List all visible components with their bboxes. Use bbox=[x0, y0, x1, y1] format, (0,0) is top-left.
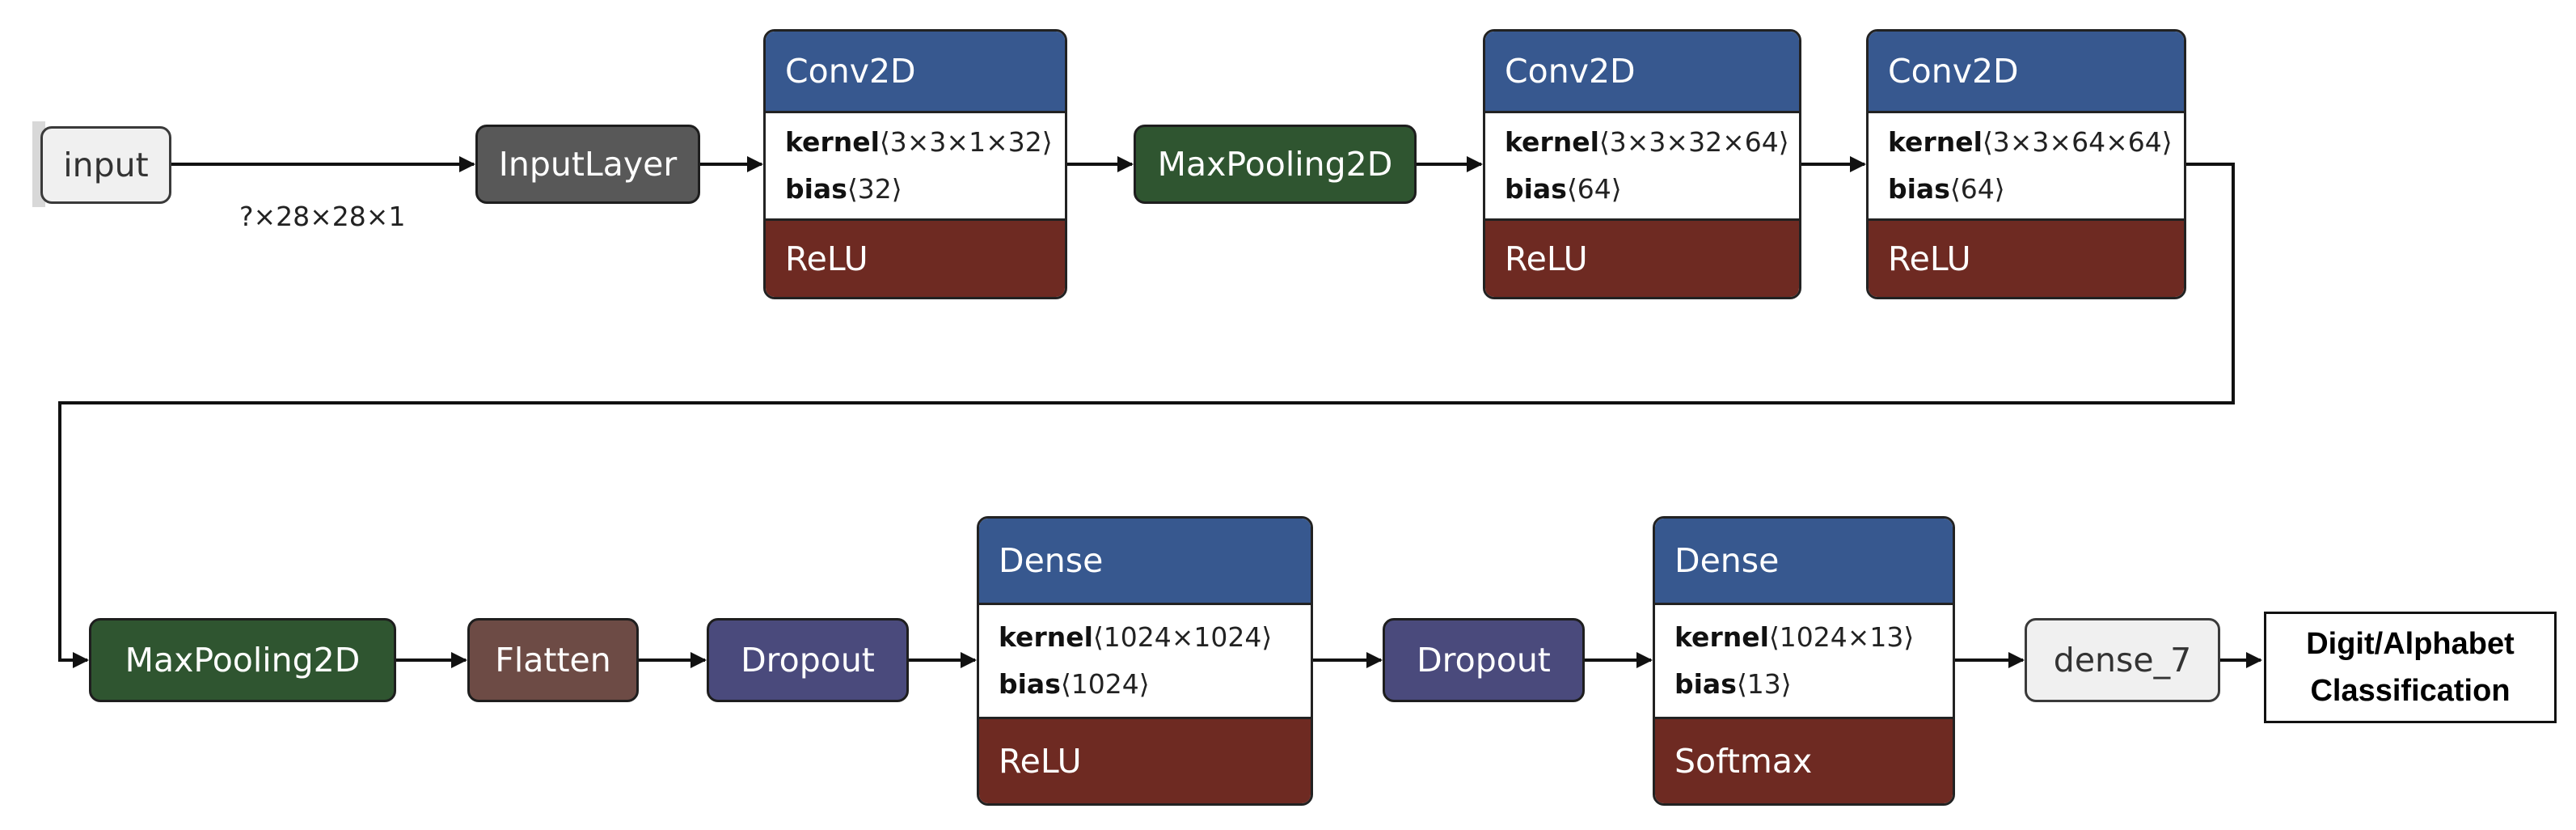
dense2-params: kernel⟨1024×13⟩ bias⟨13⟩ bbox=[1655, 603, 1953, 719]
dense1-bias-label: bias bbox=[999, 668, 1061, 700]
conv2-activation: ReLU bbox=[1485, 221, 1799, 297]
dense2-bias-label: bias bbox=[1674, 668, 1737, 700]
dense2-card[interactable]: Dense kernel⟨1024×13⟩ bias⟨13⟩ Softmax bbox=[1653, 516, 1955, 806]
conv3-bias-shape: ⟨64⟩ bbox=[1949, 173, 2005, 205]
conv1-card[interactable]: Conv2D kernel⟨3×3×1×32⟩ bias⟨32⟩ ReLU bbox=[763, 29, 1067, 299]
result-line-2: Classification bbox=[2310, 674, 2511, 708]
conv1-activation-label: ReLU bbox=[785, 239, 868, 278]
dense1-kernel-label: kernel bbox=[999, 621, 1093, 653]
maxpool2-label: MaxPooling2D bbox=[125, 641, 361, 680]
conv3-bias-label: bias bbox=[1888, 173, 1950, 205]
dense1-card[interactable]: Dense kernel⟨1024×1024⟩ bias⟨1024⟩ ReLU bbox=[977, 516, 1313, 806]
conv3-kernel-label: kernel bbox=[1888, 126, 1983, 158]
conv2-activation-label: ReLU bbox=[1505, 239, 1588, 278]
flatten-node[interactable]: Flatten bbox=[467, 618, 639, 702]
conv3-activation-label: ReLU bbox=[1888, 239, 1971, 278]
conv2-bias-row: bias⟨64⟩ bbox=[1505, 166, 1799, 213]
conv3-kernel-row: kernel⟨3×3×64×64⟩ bbox=[1888, 119, 2184, 166]
conv1-bias-label: bias bbox=[785, 173, 847, 205]
conv1-params: kernel⟨3×3×1×32⟩ bias⟨32⟩ bbox=[766, 111, 1065, 221]
result-line-1: Digit/Alphabet bbox=[2306, 627, 2515, 661]
conv3-kernel-shape: ⟨3×3×64×64⟩ bbox=[1982, 126, 2173, 158]
conv1-header: Conv2D bbox=[766, 32, 1065, 111]
input-node-label: input bbox=[63, 146, 149, 184]
dense2-title: Dense bbox=[1674, 541, 1780, 580]
dropout2-label: Dropout bbox=[1417, 641, 1551, 680]
dense2-kernel-shape: ⟨1024×13⟩ bbox=[1768, 621, 1915, 653]
maxpool2-node[interactable]: MaxPooling2D bbox=[89, 618, 396, 702]
dense2-kernel-label: kernel bbox=[1674, 621, 1769, 653]
conv3-title: Conv2D bbox=[1888, 52, 2019, 91]
classification-result-box: Digit/Alphabet Classification bbox=[2264, 612, 2557, 723]
conv1-kernel-label: kernel bbox=[785, 126, 880, 158]
conv3-header: Conv2D bbox=[1869, 32, 2184, 111]
dense1-kernel-row: kernel⟨1024×1024⟩ bbox=[999, 614, 1311, 661]
input-node[interactable]: input bbox=[40, 126, 171, 204]
dense2-activation: Softmax bbox=[1655, 719, 1953, 803]
conv2-params: kernel⟨3×3×32×64⟩ bias⟨64⟩ bbox=[1485, 111, 1799, 221]
conv1-bias-row: bias⟨32⟩ bbox=[785, 166, 1065, 213]
maxpool1-node[interactable]: MaxPooling2D bbox=[1134, 125, 1417, 204]
conv1-activation: ReLU bbox=[766, 221, 1065, 297]
dense2-header: Dense bbox=[1655, 519, 1953, 603]
maxpool1-label: MaxPooling2D bbox=[1157, 145, 1393, 184]
dense2-activation-label: Softmax bbox=[1674, 742, 1813, 781]
dense1-bias-shape: ⟨1024⟩ bbox=[1060, 668, 1150, 700]
dropout1-label: Dropout bbox=[741, 641, 875, 680]
conv1-bias-shape: ⟨32⟩ bbox=[847, 173, 902, 205]
dense1-activation: ReLU bbox=[979, 719, 1311, 803]
dense1-kernel-shape: ⟨1024×1024⟩ bbox=[1092, 621, 1273, 653]
dropout1-node[interactable]: Dropout bbox=[707, 618, 909, 702]
conv2-kernel-row: kernel⟨3×3×32×64⟩ bbox=[1505, 119, 1799, 166]
conv2-kernel-shape: ⟨3×3×32×64⟩ bbox=[1598, 126, 1789, 158]
input-shape-label: ?×28×28×1 bbox=[239, 201, 406, 232]
conv3-params: kernel⟨3×3×64×64⟩ bias⟨64⟩ bbox=[1869, 111, 2184, 221]
conv2-card[interactable]: Conv2D kernel⟨3×3×32×64⟩ bias⟨64⟩ ReLU bbox=[1483, 29, 1801, 299]
conv3-card[interactable]: Conv2D kernel⟨3×3×64×64⟩ bias⟨64⟩ ReLU bbox=[1866, 29, 2186, 299]
dense2-bias-row: bias⟨13⟩ bbox=[1674, 661, 1953, 708]
dense1-header: Dense bbox=[979, 519, 1311, 603]
dense1-bias-row: bias⟨1024⟩ bbox=[999, 661, 1311, 708]
conv1-kernel-row: kernel⟨3×3×1×32⟩ bbox=[785, 119, 1065, 166]
dropout2-node[interactable]: Dropout bbox=[1383, 618, 1585, 702]
dense2-bias-shape: ⟨13⟩ bbox=[1736, 668, 1792, 700]
conv2-kernel-label: kernel bbox=[1505, 126, 1599, 158]
dense1-title: Dense bbox=[999, 541, 1104, 580]
conv2-title: Conv2D bbox=[1505, 52, 1636, 91]
conv3-bias-row: bias⟨64⟩ bbox=[1888, 166, 2184, 213]
conv1-title: Conv2D bbox=[785, 52, 916, 91]
edge-conv3-to-maxpool2 bbox=[58, 163, 2235, 668]
dense1-params: kernel⟨1024×1024⟩ bias⟨1024⟩ bbox=[979, 603, 1311, 719]
conv2-header: Conv2D bbox=[1485, 32, 1799, 111]
conv1-kernel-shape: ⟨3×3×1×32⟩ bbox=[879, 126, 1053, 158]
dense2-kernel-row: kernel⟨1024×13⟩ bbox=[1674, 614, 1953, 661]
inputlayer-label: InputLayer bbox=[498, 145, 678, 184]
dense1-activation-label: ReLU bbox=[999, 742, 1082, 781]
conv2-bias-shape: ⟨64⟩ bbox=[1566, 173, 1622, 205]
conv2-bias-label: bias bbox=[1505, 173, 1567, 205]
inputlayer-node[interactable]: InputLayer bbox=[475, 125, 700, 204]
output-label: dense_7 bbox=[2053, 641, 2192, 680]
output-node[interactable]: dense_7 bbox=[2025, 618, 2220, 702]
flatten-label: Flatten bbox=[495, 641, 611, 680]
conv3-activation: ReLU bbox=[1869, 221, 2184, 297]
